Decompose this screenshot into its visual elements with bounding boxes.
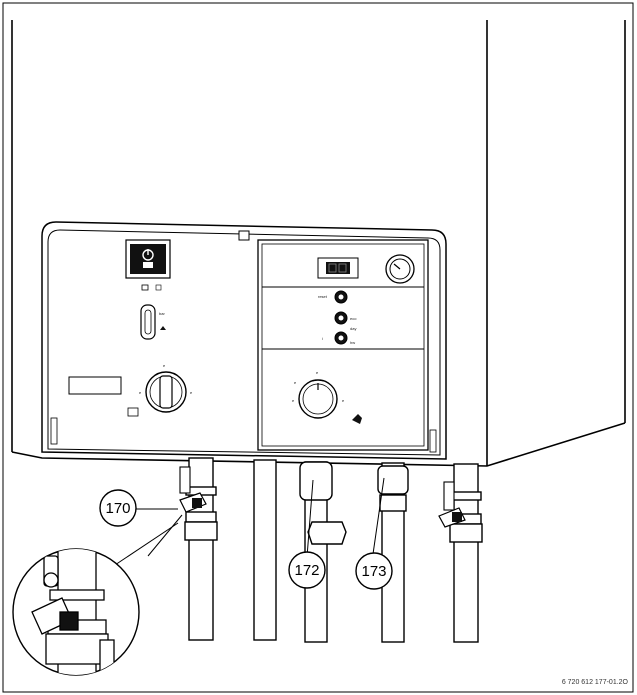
svg-text:e: e: [139, 390, 142, 395]
svg-text:eco: eco: [350, 316, 357, 321]
svg-text:hw: hw: [350, 340, 355, 345]
panel-marker: [127, 407, 139, 417]
power-switch[interactable]: [125, 239, 171, 279]
svg-text:reset: reset: [318, 294, 328, 299]
figure-id: 6 720 612 177-01.2O: [562, 679, 629, 686]
svg-text:bar: bar: [159, 311, 165, 316]
digital-display-icon: [317, 257, 359, 279]
svg-text:e: e: [316, 370, 319, 375]
callout-172: 172: [288, 551, 326, 589]
panel-latch-left: [50, 417, 58, 445]
svg-text:e: e: [342, 398, 345, 403]
pressure-gauge-icon: [385, 254, 415, 284]
valve-handle-right[interactable]: [438, 481, 466, 528]
tap-icon: [352, 414, 362, 424]
callout-173: 173: [355, 552, 393, 590]
panel-latch-right: [429, 429, 437, 453]
magnifier-detail-icon: [12, 548, 140, 676]
status-lamp-2: [155, 284, 162, 291]
callout-172-label: 172: [294, 562, 319, 579]
leader-lines: [111, 477, 385, 568]
svg-text:day: day: [350, 326, 356, 331]
svg-text:e: e: [294, 380, 297, 385]
svg-text:e: e: [292, 398, 295, 403]
svg-text:e: e: [190, 390, 193, 395]
callout-173-label: 173: [361, 563, 386, 580]
status-lamp: [141, 284, 149, 291]
svg-text:e: e: [163, 363, 166, 368]
module-buttons: reset eco day hw i: [318, 290, 357, 345]
label-plate: [68, 376, 122, 395]
service-notch: [238, 230, 250, 241]
svg-text:i: i: [322, 336, 323, 341]
pipe-5: [453, 463, 479, 643]
pipe-2: [253, 459, 277, 641]
valve-handle-icon[interactable]: [179, 466, 207, 513]
water-temperature-knob[interactable]: e e e e: [292, 370, 362, 424]
sight-glass-icon: bar: [140, 304, 166, 340]
temperature-knob-icon[interactable]: e e e: [139, 363, 193, 413]
pipe-1: [188, 457, 214, 641]
callout-170: 170: [99, 489, 137, 527]
callout-170-label: 170: [105, 500, 130, 517]
